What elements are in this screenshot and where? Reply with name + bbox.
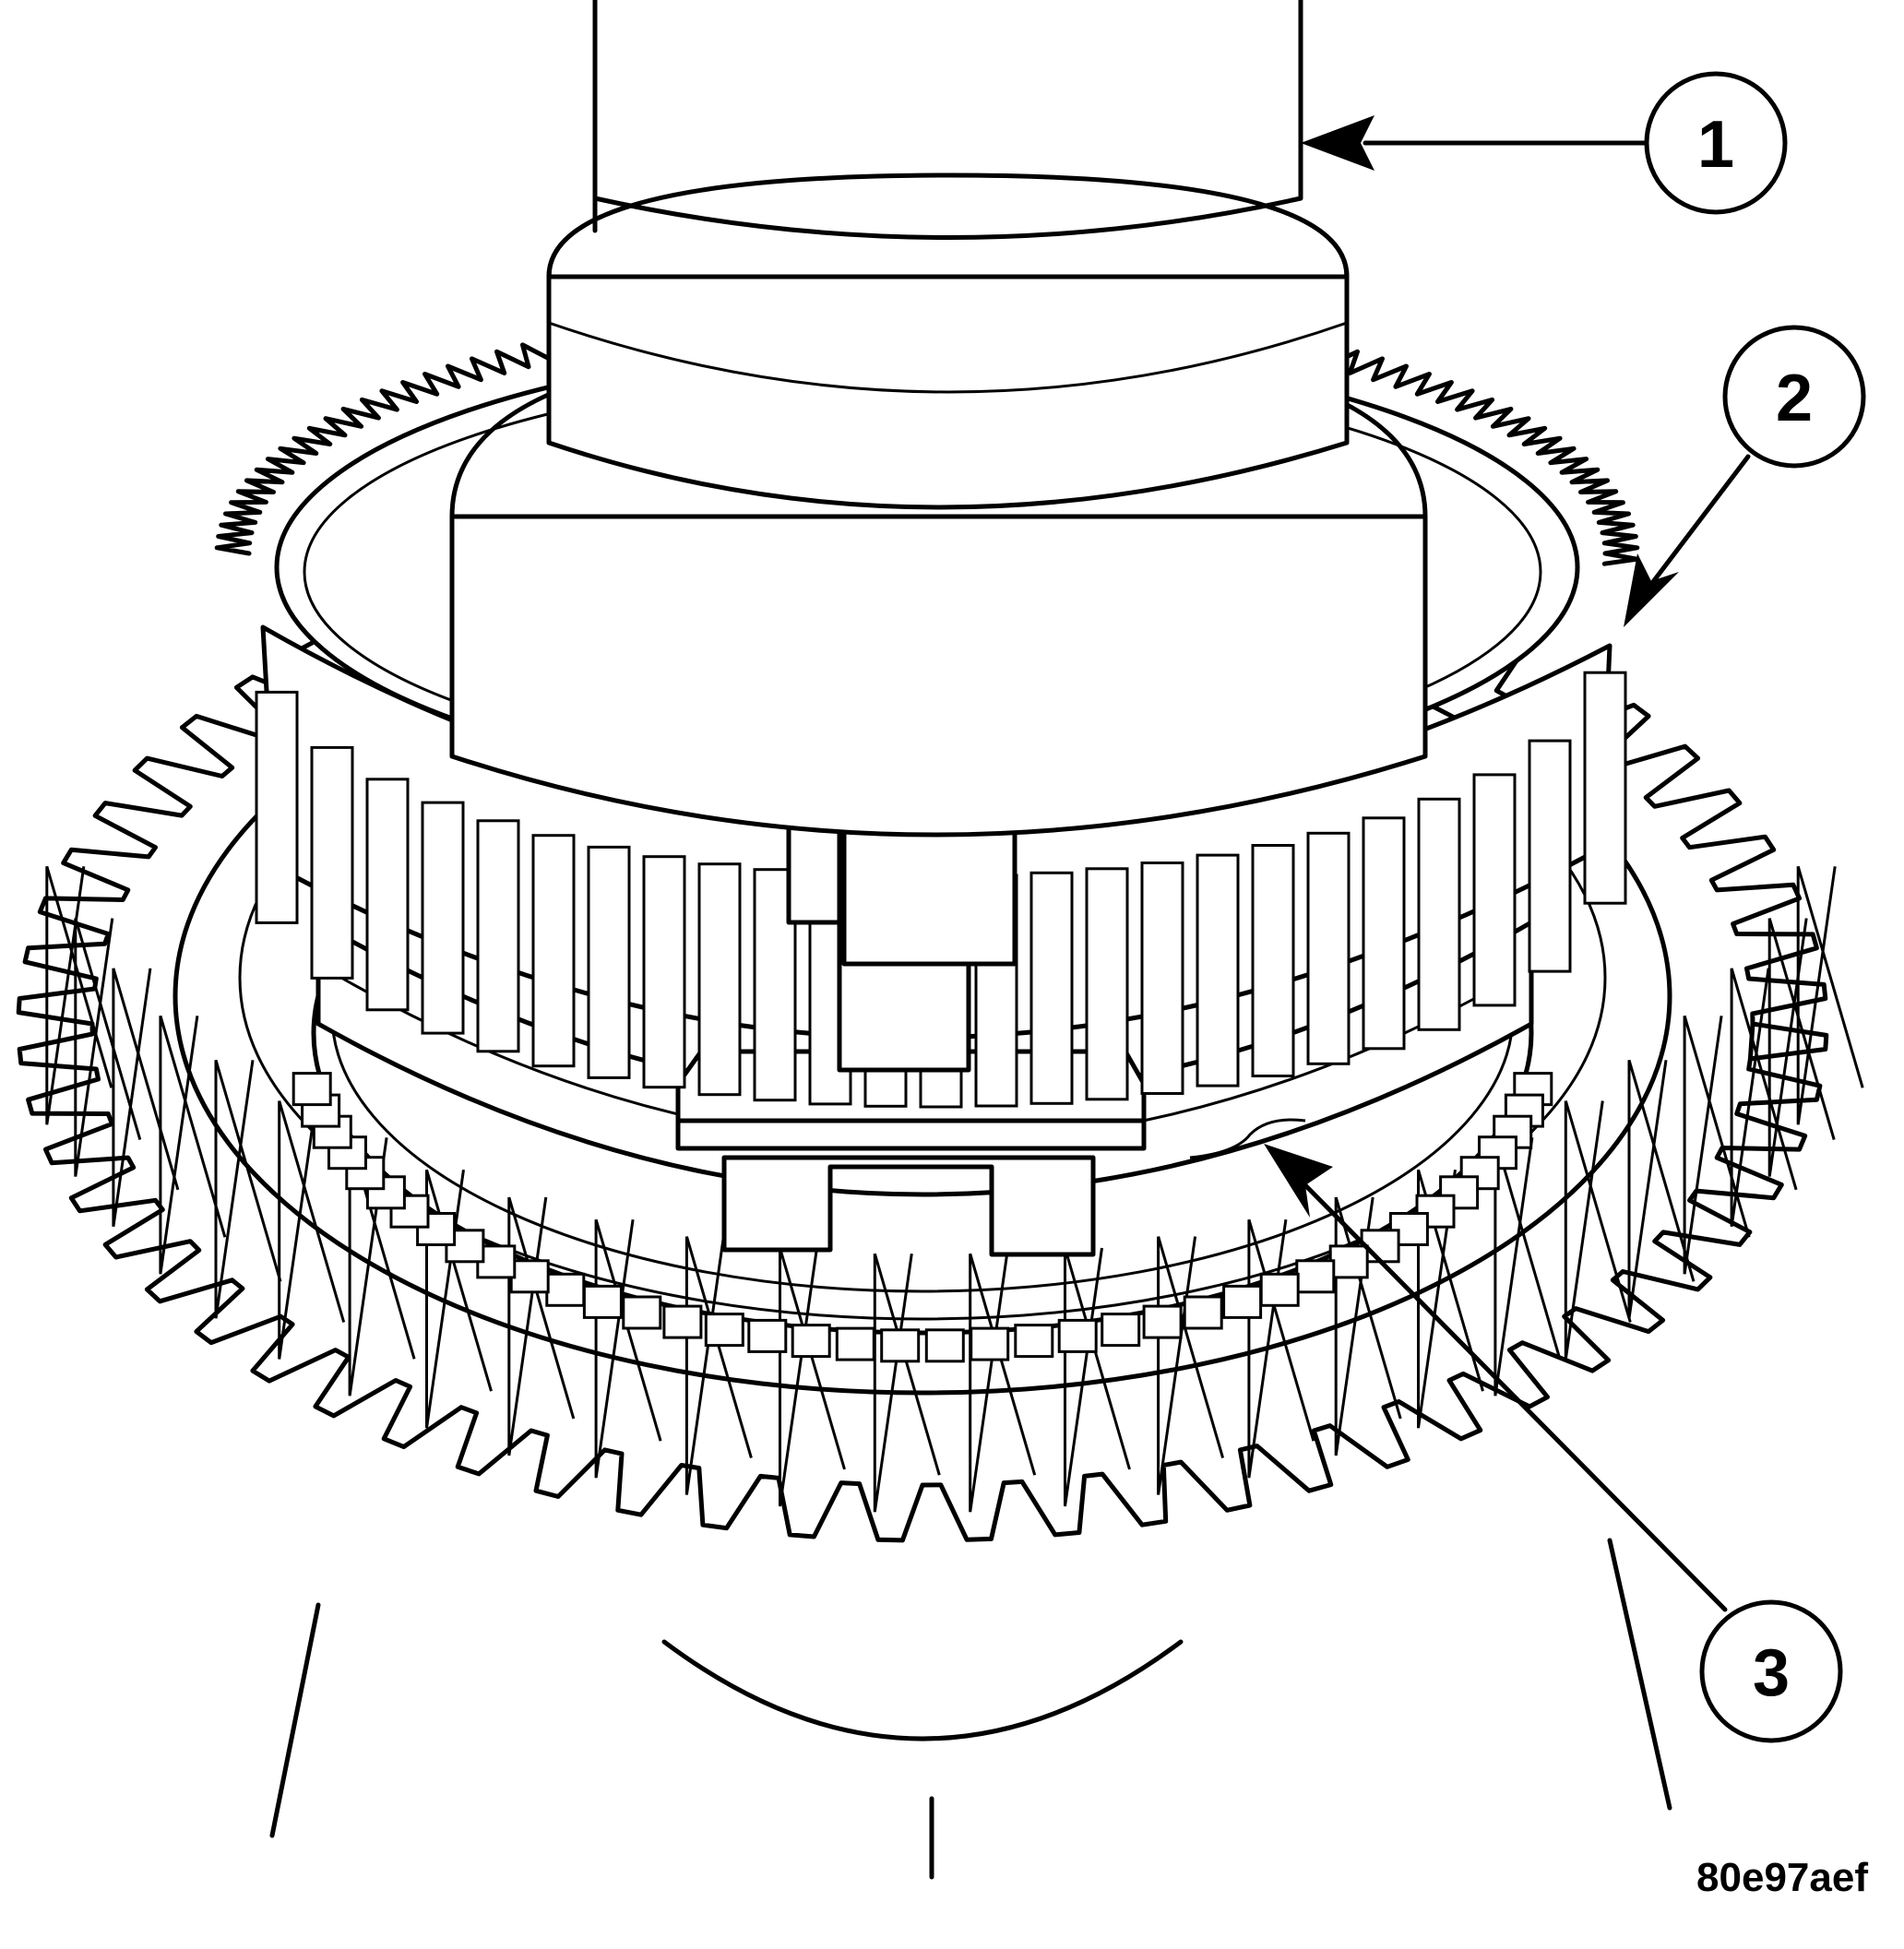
- gear-bottom-hub: [661, 1639, 1184, 1741]
- clutch-teeth-ring: [292, 731, 1553, 1363]
- mainshaft: [449, 0, 1428, 838]
- gear-left-leader: [269, 1602, 321, 1838]
- figure-id: 80e97aef: [1696, 1855, 1868, 1900]
- snap-ring-groove: [1189, 1118, 1306, 1159]
- callout-1: 1: [1301, 71, 1788, 215]
- callout-3-label: 3: [1753, 1636, 1790, 1710]
- callout-2: 2: [1624, 325, 1866, 627]
- clutch-teeth: [292, 1072, 1553, 1363]
- gear-right-leader: [1607, 1538, 1672, 1811]
- callout-3: 3: [1264, 1144, 1843, 1743]
- callout-2-label: 2: [1776, 362, 1813, 435]
- callout-1-label: 1: [1697, 108, 1734, 182]
